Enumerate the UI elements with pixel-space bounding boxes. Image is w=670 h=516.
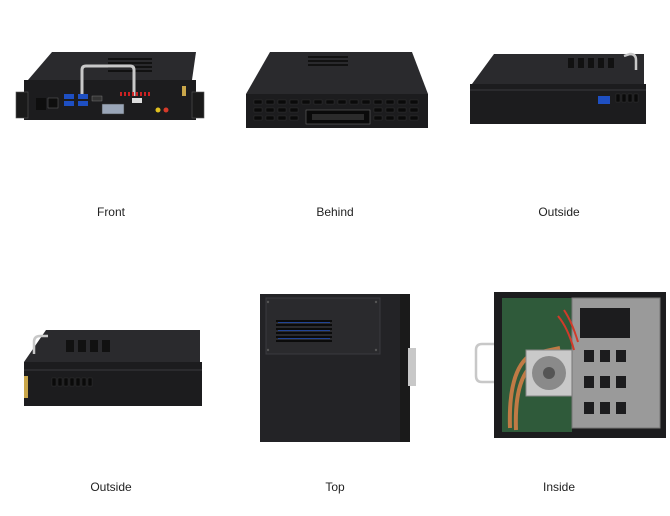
caption-top: Top (325, 480, 345, 494)
outside-view-image-1 (470, 52, 646, 124)
gallery-item-behind[interactable]: Behind (224, 0, 446, 258)
caption-outside-1: Outside (538, 205, 580, 219)
gallery-item-top[interactable]: Top (224, 258, 446, 516)
caption-behind: Behind (316, 205, 354, 219)
caption-outside-2: Outside (90, 480, 132, 494)
top-view-image (260, 294, 416, 442)
gallery-item-front[interactable]: Front (0, 0, 222, 258)
gallery-item-outside-1[interactable]: Outside (448, 0, 670, 258)
caption-inside: Inside (542, 480, 576, 494)
gallery-item-inside[interactable]: Inside (448, 258, 670, 516)
inside-view-image (474, 292, 666, 438)
gallery-item-outside-2[interactable]: Outside (0, 258, 222, 516)
outside-view-image-2 (24, 330, 202, 406)
front-view-image (15, 52, 205, 120)
behind-view-image (246, 52, 428, 128)
caption-front: Front (96, 205, 125, 219)
